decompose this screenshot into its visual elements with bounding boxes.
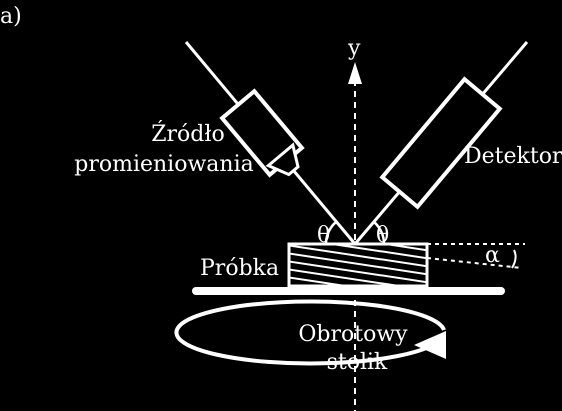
alpha-arc — [511, 249, 517, 269]
alpha-tilt-line — [426, 257, 523, 269]
y-axis-arrowhead — [348, 62, 362, 84]
x-ray-source-nozzle — [265, 142, 300, 177]
stage-label-line1: Obrotowy — [298, 322, 408, 347]
rotation-arrowhead — [414, 331, 446, 359]
y-axis-label: y — [347, 36, 361, 61]
source-label-line1: Źródło — [151, 120, 225, 147]
stage-label-line2: stolik — [327, 350, 388, 375]
theta-left-label: θ — [317, 223, 330, 248]
panel-label: a) — [0, 4, 22, 29]
theta-right-label: θ — [376, 223, 389, 248]
rotation-ellipse — [174, 299, 446, 366]
detector-body — [379, 76, 503, 210]
sample — [287, 242, 429, 288]
source-label-line2: promieniowania — [74, 152, 253, 177]
detector-label: Detektor — [464, 144, 562, 169]
alpha-label: α — [485, 243, 500, 268]
sample-hatching — [289, 244, 427, 286]
sample-label: Próbka — [200, 256, 279, 281]
